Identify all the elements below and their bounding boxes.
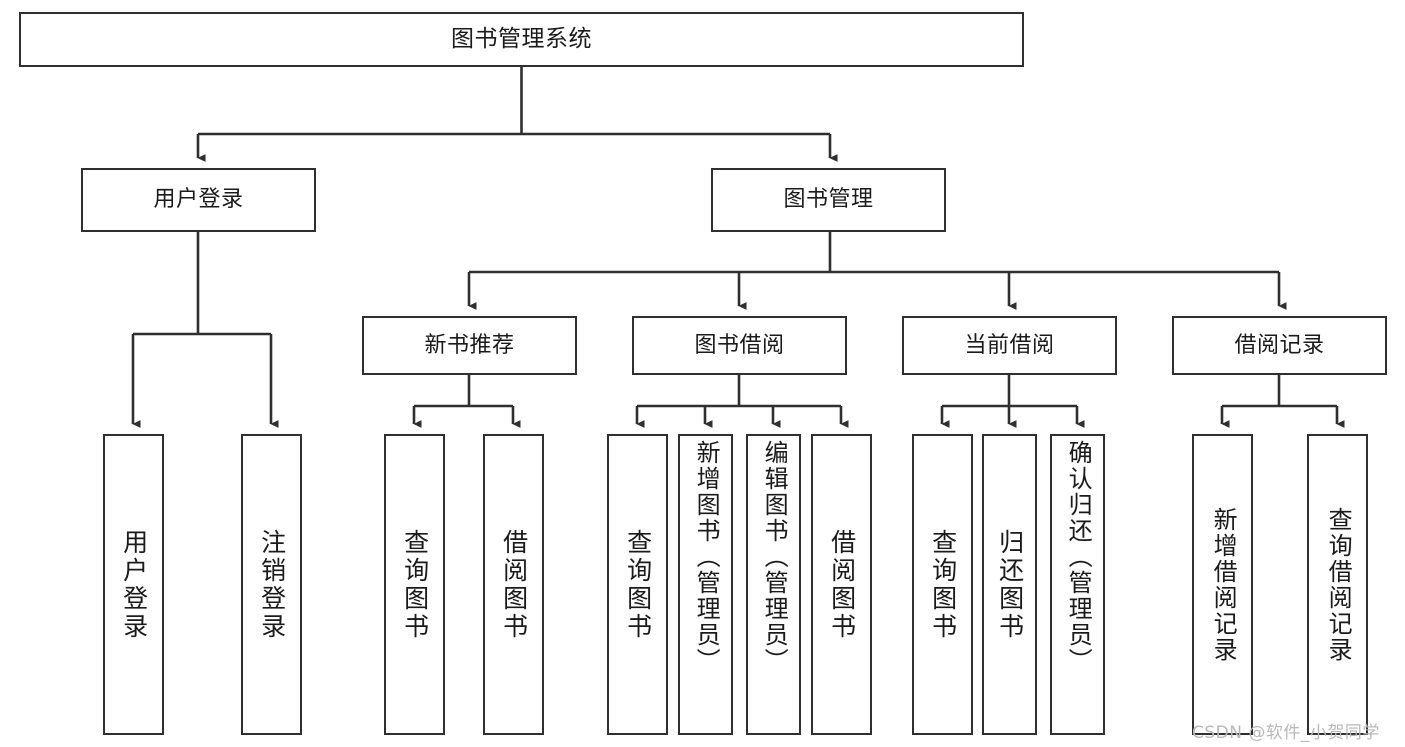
- node-current-borrow[interactable]: 当前借阅: [902, 316, 1117, 375]
- leaf-query-book-current[interactable]: 查询图书: [912, 434, 973, 735]
- watermark-text: CSDN @软件_小贺同学: [1192, 723, 1380, 743]
- leaf-borrow-book[interactable]: 借阅图书: [811, 434, 872, 735]
- node-label: 确认归还（管理员）: [1064, 440, 1093, 674]
- node-label: 用户登录: [119, 528, 149, 641]
- node-book-borrow[interactable]: 图书借阅: [632, 316, 847, 375]
- node-label: 归还图书: [995, 528, 1025, 641]
- node-new-book-recommend[interactable]: 新书推荐: [362, 316, 577, 375]
- node-label: 借阅记录: [1234, 332, 1325, 358]
- node-label: 编辑图书（管理员）: [760, 440, 789, 674]
- node-label: 图书管理系统: [451, 26, 592, 52]
- node-label: 借阅图书: [827, 528, 857, 641]
- node-label: 借阅图书: [499, 528, 529, 641]
- node-book-management[interactable]: 图书管理: [711, 168, 946, 232]
- node-label: 查询借阅记录: [1324, 506, 1353, 663]
- node-label: 查询图书: [623, 528, 653, 641]
- leaf-logout[interactable]: 注销登录: [241, 434, 302, 735]
- node-root-system[interactable]: 图书管理系统: [19, 12, 1024, 67]
- leaf-borrow-book-recommend[interactable]: 借阅图书: [483, 434, 544, 735]
- node-borrow-record[interactable]: 借阅记录: [1172, 316, 1387, 375]
- leaf-confirm-return-admin[interactable]: 确认归还（管理员）: [1050, 434, 1105, 735]
- node-label: 注销登录: [257, 528, 287, 641]
- leaf-edit-book-admin[interactable]: 编辑图书（管理员）: [746, 434, 801, 735]
- leaf-add-borrow-record[interactable]: 新增借阅记录: [1192, 434, 1253, 735]
- leaf-query-borrow-record[interactable]: 查询借阅记录: [1307, 434, 1368, 735]
- node-label: 图书管理: [783, 187, 874, 212]
- node-label: 查询图书: [400, 528, 430, 641]
- node-label: 新增借阅记录: [1209, 506, 1238, 663]
- leaf-query-book-borrow[interactable]: 查询图书: [607, 434, 668, 735]
- node-label: 用户登录: [153, 187, 244, 212]
- node-label: 图书借阅: [694, 332, 785, 358]
- leaf-return-book[interactable]: 归还图书: [982, 434, 1037, 735]
- leaf-user-login[interactable]: 用户登录: [103, 434, 164, 735]
- leaf-add-book-admin[interactable]: 新增图书（管理员）: [678, 434, 733, 735]
- leaf-query-book-recommend[interactable]: 查询图书: [384, 434, 445, 735]
- node-label: 新增图书（管理员）: [692, 440, 721, 674]
- node-user-login[interactable]: 用户登录: [81, 168, 316, 232]
- node-label: 当前借阅: [964, 332, 1055, 358]
- node-label: 查询图书: [928, 528, 958, 641]
- node-label: 新书推荐: [424, 332, 515, 358]
